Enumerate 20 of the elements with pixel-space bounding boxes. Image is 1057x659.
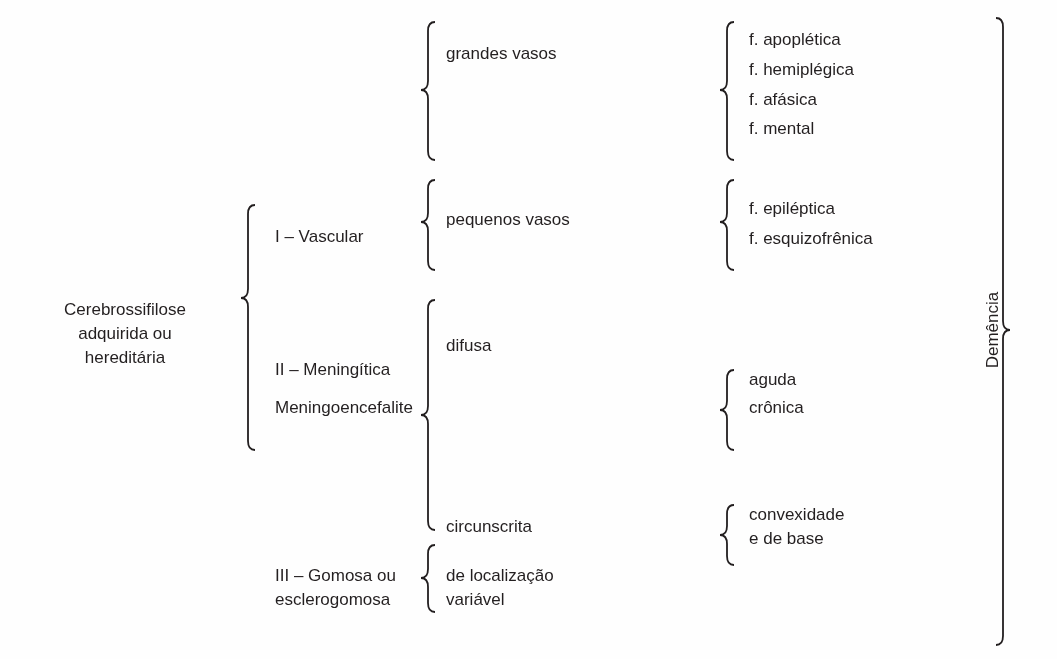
category-label: difusa bbox=[446, 335, 492, 357]
category-label: f. epiléptica bbox=[749, 198, 835, 220]
category-label: circunscrita bbox=[446, 516, 532, 538]
category-label: Demência bbox=[982, 290, 1003, 371]
category-label: crônica bbox=[749, 397, 804, 419]
category-label: f. mental bbox=[749, 118, 815, 140]
category-label: aguda bbox=[749, 369, 797, 391]
category-label: convexidade e de base bbox=[749, 504, 846, 550]
category-label: f. afásica bbox=[749, 89, 818, 111]
category-label: f. esquizofrênica bbox=[749, 228, 873, 250]
category-label: f. hemiplégica bbox=[749, 59, 854, 81]
category-label: I – Vascular bbox=[275, 226, 364, 248]
category-label: II – Meningítica bbox=[275, 359, 391, 381]
category-label: pequenos vasos bbox=[446, 209, 570, 231]
category-label: Cerebrossifilose adquirida ou hereditária bbox=[63, 299, 187, 369]
category-label: de localização variável bbox=[446, 565, 555, 611]
category-label: grandes vasos bbox=[446, 43, 557, 65]
category-label: III – Gomosa ou esclerogomosa bbox=[275, 565, 397, 611]
category-label: Meningoencefalite bbox=[275, 397, 413, 419]
category-label: f. apoplética bbox=[749, 29, 841, 51]
